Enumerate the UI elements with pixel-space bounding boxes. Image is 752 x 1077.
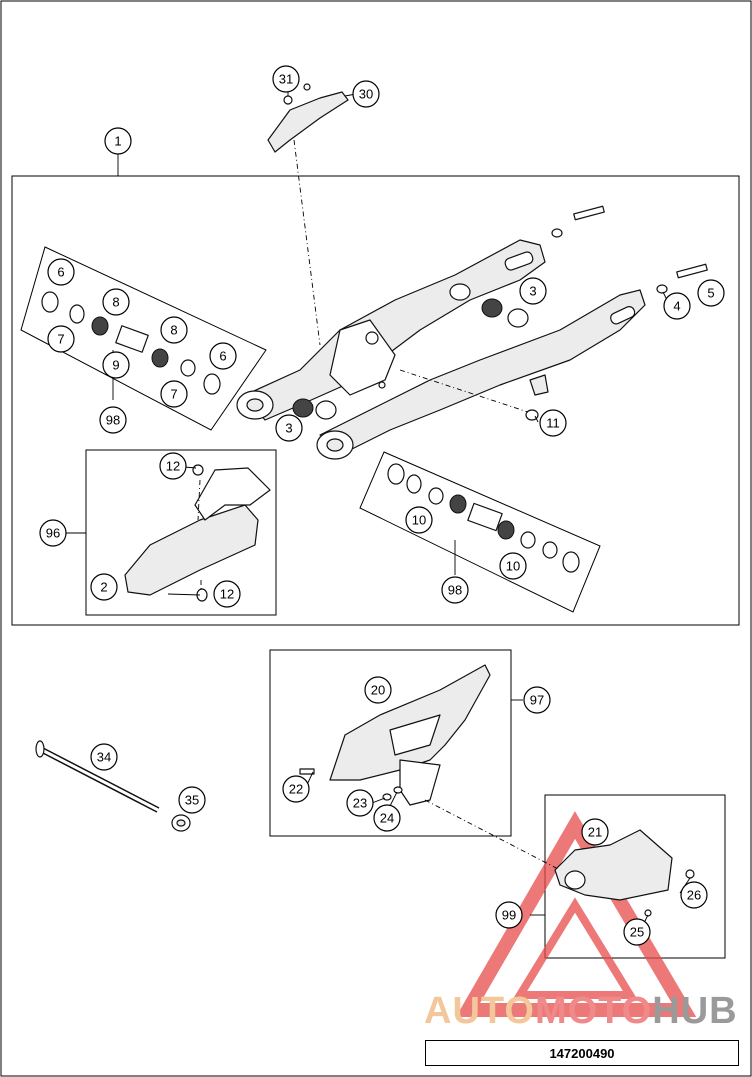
svg-text:3: 3 [529,284,536,299]
callout-4: 4 [663,292,691,320]
svg-text:3: 3 [285,421,292,436]
svg-text:23: 23 [353,796,367,811]
svg-text:22: 22 [289,782,303,797]
svg-text:7: 7 [170,387,177,402]
watermark-part-auto: AUTO [424,990,535,1032]
svg-text:26: 26 [687,888,701,903]
callout-35: 35 [178,786,206,814]
svg-text:4: 4 [673,299,680,314]
svg-text:97: 97 [530,693,544,708]
swingarm-axle [35,740,191,832]
callout-20: 20 [364,676,392,704]
chain-slider [554,829,695,917]
callout-5: 5 [697,279,725,307]
callout-8a: 8 [102,288,130,316]
callout-98a: 98 [99,406,127,434]
callout-2: 2 [90,573,118,601]
main-frame [11,175,740,626]
diagram-code-box: 147200490 [425,1040,739,1066]
callout-22: 22 [282,775,310,803]
callout-8b: 8 [160,316,188,344]
svg-text:8: 8 [170,323,177,338]
chain-guide [124,464,271,602]
svg-text:25: 25 [630,925,644,940]
top-bracket [267,83,349,153]
bearing-kit-frame-right [359,451,601,613]
callout-25: 25 [623,918,651,946]
watermark-part-hub: HUB [652,990,738,1032]
svg-text:35: 35 [185,793,199,808]
assembly-lines [197,139,561,871]
callout-7b: 7 [160,380,188,408]
bearing-parts-right [387,463,580,573]
callout-96: 96 [39,519,67,547]
svg-text:9: 9 [112,358,119,373]
callout-9: 9 [102,351,130,379]
callout-31: 31 [272,65,300,93]
callout-12b: 12 [213,580,241,608]
callout-21: 21 [581,818,609,846]
svg-text:11: 11 [546,416,560,431]
callout-10b: 10 [499,552,527,580]
diagram-code: 147200490 [549,1045,615,1061]
callout-7a: 7 [47,325,75,353]
svg-text:30: 30 [359,87,373,102]
axle-bolts [525,205,708,421]
svg-text:10: 10 [412,513,426,528]
svg-text:20: 20 [371,683,385,698]
watermark-logo-text: AUTOMOTOHUB [424,992,738,1030]
callout-26: 26 [680,881,708,909]
callout-3a: 3 [519,277,547,305]
plugs-3 [292,298,529,420]
callout-23: 23 [346,789,374,817]
svg-text:6: 6 [57,265,64,280]
chain-guide-frame [85,449,277,616]
svg-text:34: 34 [97,750,111,765]
callout-97: 97 [523,686,551,714]
svg-text:12: 12 [166,459,180,474]
svg-text:2: 2 [100,580,107,595]
svg-text:98: 98 [106,413,120,428]
svg-text:24: 24 [380,811,394,826]
svg-text:21: 21 [588,825,602,840]
callout-6a: 6 [47,258,75,286]
callout-10a: 10 [405,506,433,534]
chain-guard [299,664,491,806]
callout-1: 1 [104,127,132,155]
svg-text:98: 98 [448,583,462,598]
bearing-parts-left [41,291,221,395]
watermark-part-moto: MOTO [534,990,653,1032]
callout-24: 24 [373,804,401,832]
chain-guard-frame [269,649,512,837]
svg-text:8: 8 [112,295,119,310]
svg-text:6: 6 [219,349,226,364]
svg-text:5: 5 [707,286,714,301]
callout-6b: 6 [209,342,237,370]
svg-text:96: 96 [46,526,60,541]
callout-3b: 3 [275,414,303,442]
callout-99: 99 [495,901,523,929]
svg-text:7: 7 [57,332,64,347]
svg-text:1: 1 [114,134,121,149]
svg-text:99: 99 [502,908,516,923]
callout-30: 30 [352,80,380,108]
svg-text:31: 31 [279,72,293,87]
callout-11: 11 [539,409,567,437]
callout-34: 34 [90,743,118,771]
callout-98b: 98 [441,576,469,604]
svg-text:12: 12 [220,587,234,602]
swingarm [236,239,646,460]
callout-12a: 12 [159,452,187,480]
svg-text:10: 10 [506,559,520,574]
bearing-kit-frame-left [20,246,267,431]
